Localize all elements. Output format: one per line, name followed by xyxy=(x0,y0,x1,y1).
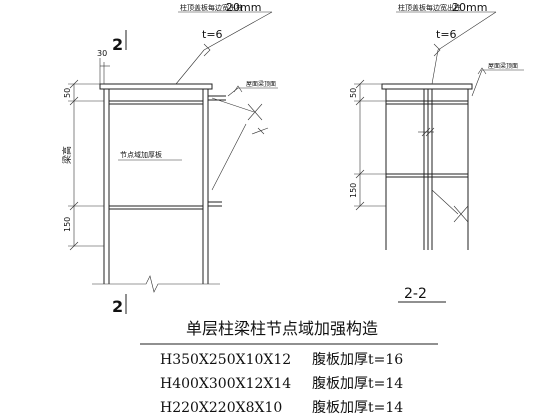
plate-t-right: t=6 xyxy=(436,28,457,41)
plate-dim-left: 20mm xyxy=(226,1,261,14)
left-cap-plate xyxy=(99,83,213,90)
right-weld-leader xyxy=(431,189,459,215)
plate-note-right: 柱顶盖板每边宽出柱 xyxy=(398,3,461,12)
section-title: 2-2 xyxy=(404,286,427,302)
left-weld-leader-1 xyxy=(211,97,255,113)
right-cap-leader xyxy=(431,11,497,85)
table-row-note: 腹板加厚t=14 xyxy=(312,399,403,416)
plate-dim-right: 20mm xyxy=(452,1,487,14)
left-roof-surface-symbol xyxy=(227,87,278,97)
web-thicken-label: 节点域加厚板 xyxy=(120,150,162,159)
dim-50-right: 50 xyxy=(349,88,358,98)
right-section xyxy=(354,11,524,303)
table-row-note: 腹板加厚t=14 xyxy=(312,375,403,392)
dim-150-left: 150 xyxy=(63,217,72,232)
left-cap-leader xyxy=(175,11,273,85)
plate-note-left: 柱顶盖板每边宽出柱 xyxy=(180,3,243,12)
table-row-spec: H400X300X12X14 xyxy=(160,376,291,392)
labels: 柱顶盖板每边宽出柱 20mm t=6 柱顶盖板每边宽出柱 20mm t=6 屋面… xyxy=(61,1,518,316)
beam-height-label: 梁高 xyxy=(61,146,73,164)
plate-t-left: t=6 xyxy=(202,28,223,41)
dim-50-left: 50 xyxy=(63,88,72,98)
section-mark-bottom: 2 xyxy=(112,297,123,316)
left-weld-leader-2 xyxy=(211,123,247,191)
left-break-line xyxy=(92,275,220,293)
table-title: 单层柱梁柱节点域加强构造 xyxy=(186,319,378,338)
left-elevation xyxy=(68,11,278,314)
table-row-spec: H350X250X10X12 xyxy=(160,352,291,368)
right-roof-surface-symbol xyxy=(471,69,524,97)
spec-table: 单层柱梁柱节点域加强构造 H350X250X10X12 腹板加厚t=16 H40… xyxy=(140,319,438,416)
section-mark-top: 2 xyxy=(112,35,123,54)
dim-150-right: 150 xyxy=(349,183,358,198)
dim-30: 30 xyxy=(97,49,107,58)
roof-surface-left: 屋面梁顶面 xyxy=(246,80,276,88)
roof-surface-right: 屋面梁顶面 xyxy=(488,62,518,70)
table-row-note: 腹板加厚t=16 xyxy=(312,351,403,368)
right-cap-plate xyxy=(381,83,473,90)
table-row-spec: H220X220X8X10 xyxy=(160,400,282,416)
